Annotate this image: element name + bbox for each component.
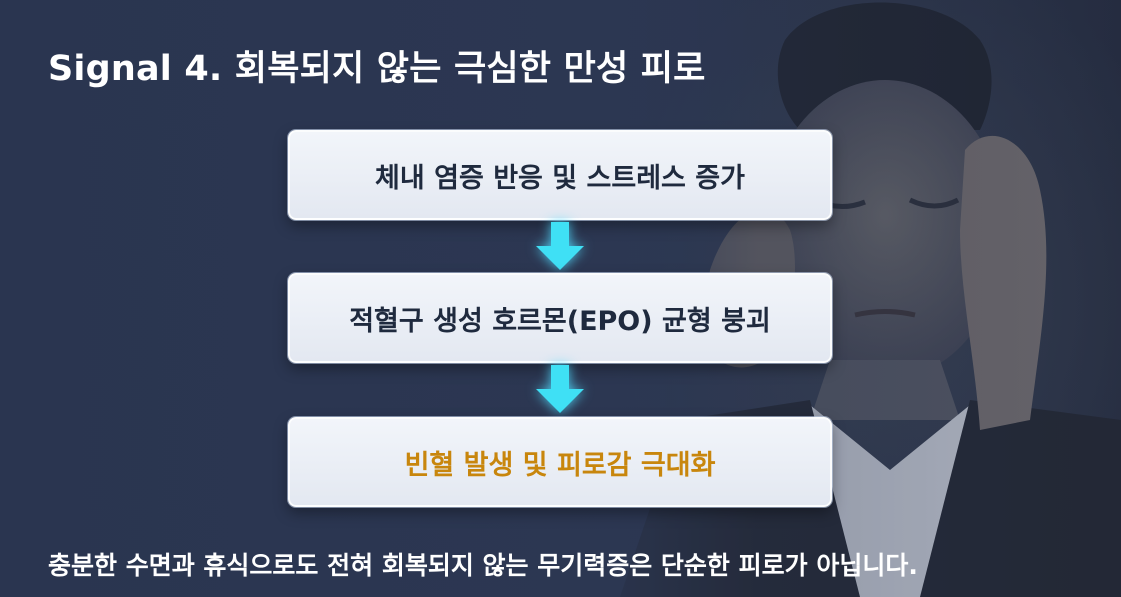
- arrow-down-icon: [536, 365, 584, 413]
- page-title: Signal 4. 회복되지 않는 극심한 만성 피로: [48, 49, 706, 89]
- flow-step-1: 체내 염증 반응 및 스트레스 증가: [288, 130, 832, 220]
- flow-step-1-label: 체내 염증 반응 및 스트레스 증가: [375, 162, 745, 194]
- arrow-down-icon: [536, 222, 584, 270]
- flow-step-3-label: 빈혈 발생 및 피로감 극대화: [404, 449, 716, 481]
- footer-caption: 충분한 수면과 휴식으로도 전혀 회복되지 않는 무기력증은 단순한 피로가 아…: [48, 551, 918, 580]
- flow-step-3: 빈혈 발생 및 피로감 극대화: [288, 417, 832, 507]
- flow-step-2: 적혈구 생성 호르몬(EPO) 균형 붕괴: [288, 273, 832, 363]
- flow-step-2-label: 적혈구 생성 호르몬(EPO) 균형 붕괴: [349, 305, 771, 337]
